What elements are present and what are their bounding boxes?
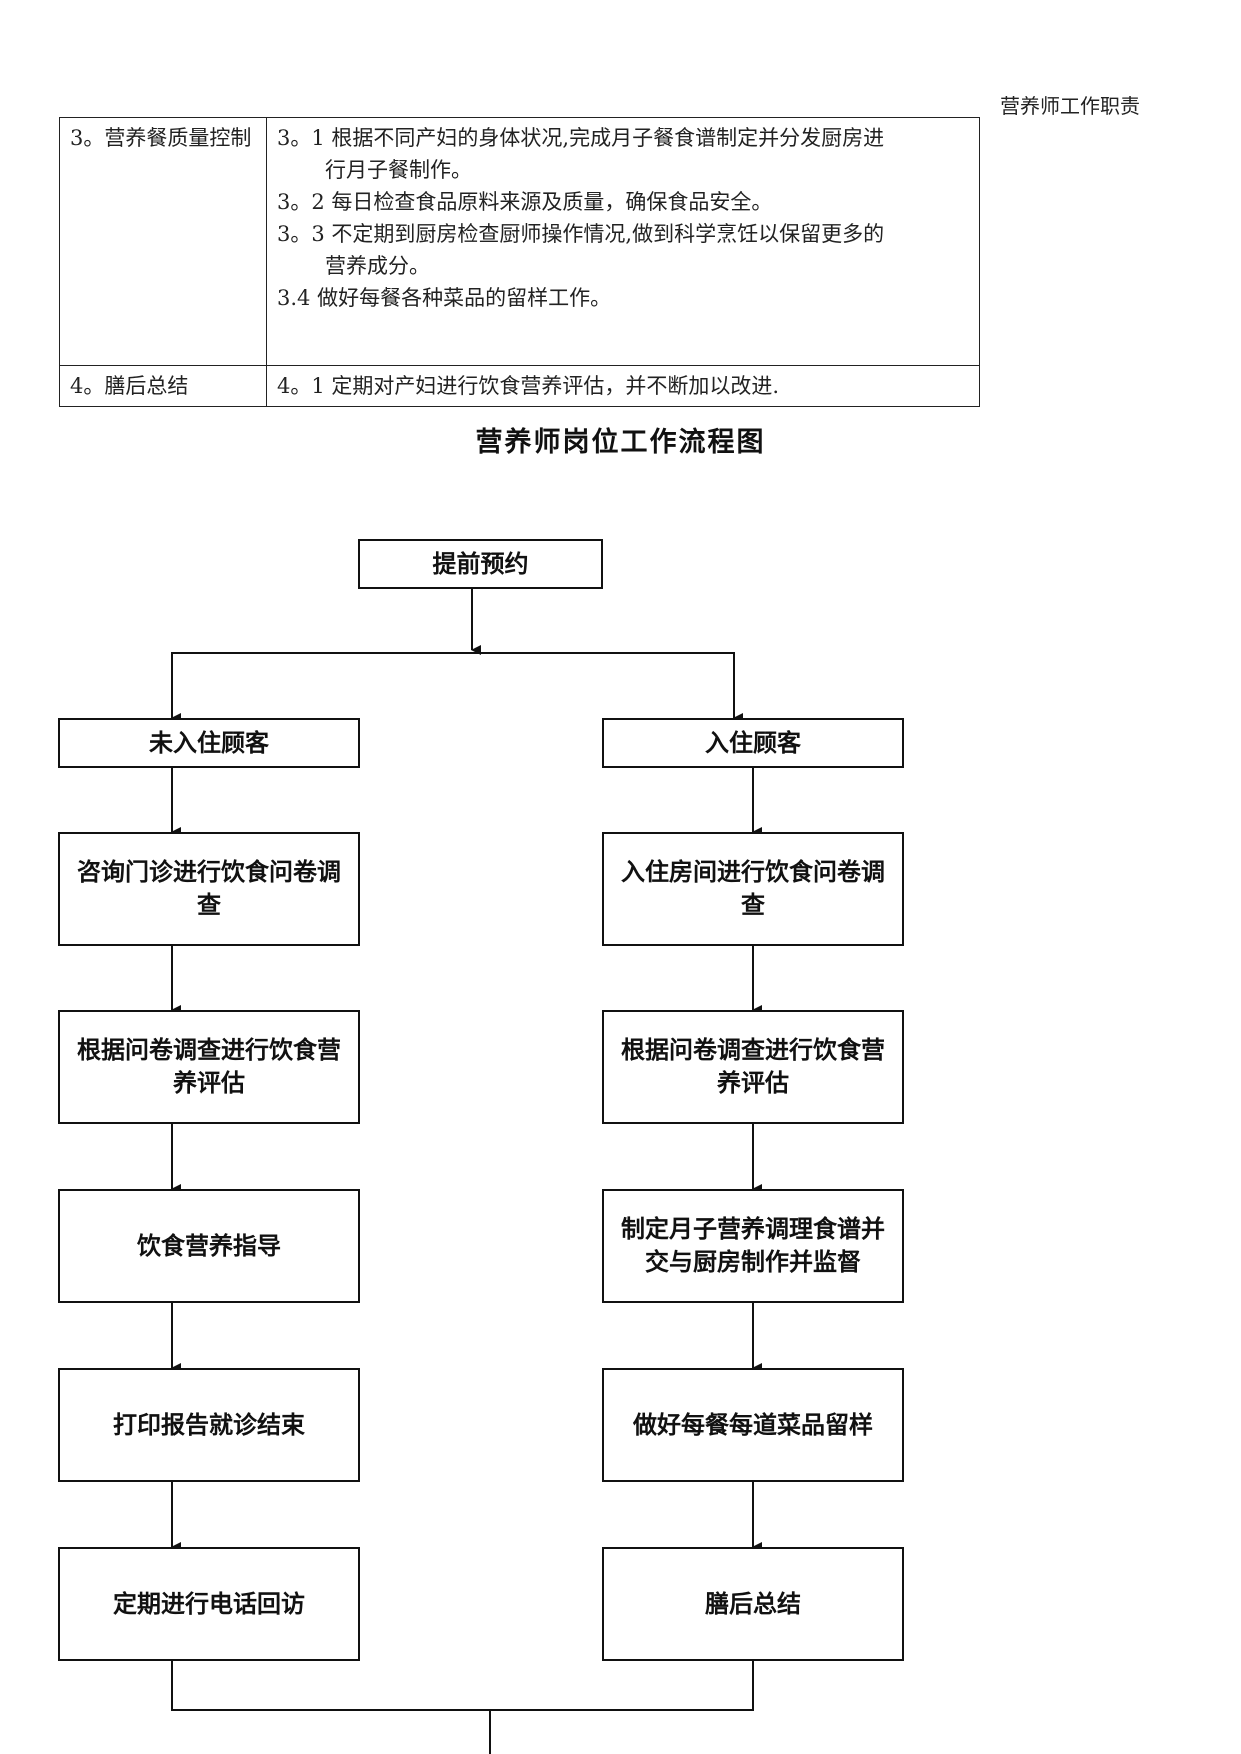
duty-item: 3。3 不定期到厨房检查厨师操作情况,做到科学烹饪以保留更多的 营养成分。 xyxy=(277,218,969,282)
category-cell: 4。膳后总结 xyxy=(59,365,267,407)
duty-item-text: 3。1 根据不同产妇的身体状况,完成月子餐食谱制定并分发厨房进 xyxy=(277,126,885,150)
flow-node-left-4: 饮食营养指导 xyxy=(58,1189,360,1303)
duty-cell: 4。1 定期对产妇进行饮食营养评估，并不断加以改进. xyxy=(266,365,980,407)
duty-item-text: 3。3 不定期到厨房检查厨师操作情况,做到科学烹饪以保留更多的 xyxy=(277,222,885,246)
flow-node-left-5: 打印报告就诊结束 xyxy=(58,1368,360,1482)
duty-item: 3。1 根据不同产妇的身体状况,完成月子餐食谱制定并分发厨房进 行月子餐制作。 xyxy=(277,122,969,186)
flow-node-right-3: 根据问卷调查进行饮食营养评估 xyxy=(602,1010,904,1124)
flowchart-title: 营养师岗位工作流程图 xyxy=(475,427,766,458)
merge-line xyxy=(171,1661,754,1711)
duty-item-text: 3.4 做好每餐各种菜品的留样工作。 xyxy=(277,286,612,310)
branch-line xyxy=(171,652,743,723)
duty-item: 4。1 定期对产妇进行饮食营养评估，并不断加以改进. xyxy=(277,370,969,402)
category-cell: 3。营养餐质量控制 xyxy=(59,117,267,366)
flow-node-right-2: 入住房间进行饮食问卷调查 xyxy=(602,832,904,946)
duty-item-continuation: 行月子餐制作。 xyxy=(325,158,472,182)
flow-node-right-1: 入住顾客 xyxy=(602,718,904,768)
duty-item-text: 3。2 每日检查食品原料来源及质量，确保食品安全。 xyxy=(277,190,773,214)
table-row: 4。膳后总结 4。1 定期对产妇进行饮食营养评估，并不断加以改进. xyxy=(59,365,980,407)
flow-node-right-5: 做好每餐每道菜品留样 xyxy=(602,1368,904,1482)
running-header: 营养师工作职责 xyxy=(1000,94,1140,118)
flow-node-right-4: 制定月子营养调理食谱并交与厨房制作并监督 xyxy=(602,1189,904,1303)
flow-node-left-3: 根据问卷调查进行饮食营养评估 xyxy=(58,1010,360,1124)
duties-table: 3。营养餐质量控制 3。1 根据不同产妇的身体状况,完成月子餐食谱制定并分发厨房… xyxy=(59,117,980,407)
duty-item-continuation: 营养成分。 xyxy=(325,254,430,278)
flow-node-left-2: 咨询门诊进行饮食问卷调查 xyxy=(58,832,360,946)
duty-item: 3。2 每日检查食品原料来源及质量，确保食品安全。 xyxy=(277,186,969,218)
flow-node-right-6: 膳后总结 xyxy=(602,1547,904,1661)
flow-node-left-1: 未入住顾客 xyxy=(58,718,360,768)
flow-node-start: 提前预约 xyxy=(358,539,603,589)
duty-item-text: 4。1 定期对产妇进行饮食营养评估，并不断加以改进. xyxy=(277,374,780,398)
flow-node-left-6: 定期进行电话回访 xyxy=(58,1547,360,1661)
duty-item: 3.4 做好每餐各种菜品的留样工作。 xyxy=(277,282,969,314)
